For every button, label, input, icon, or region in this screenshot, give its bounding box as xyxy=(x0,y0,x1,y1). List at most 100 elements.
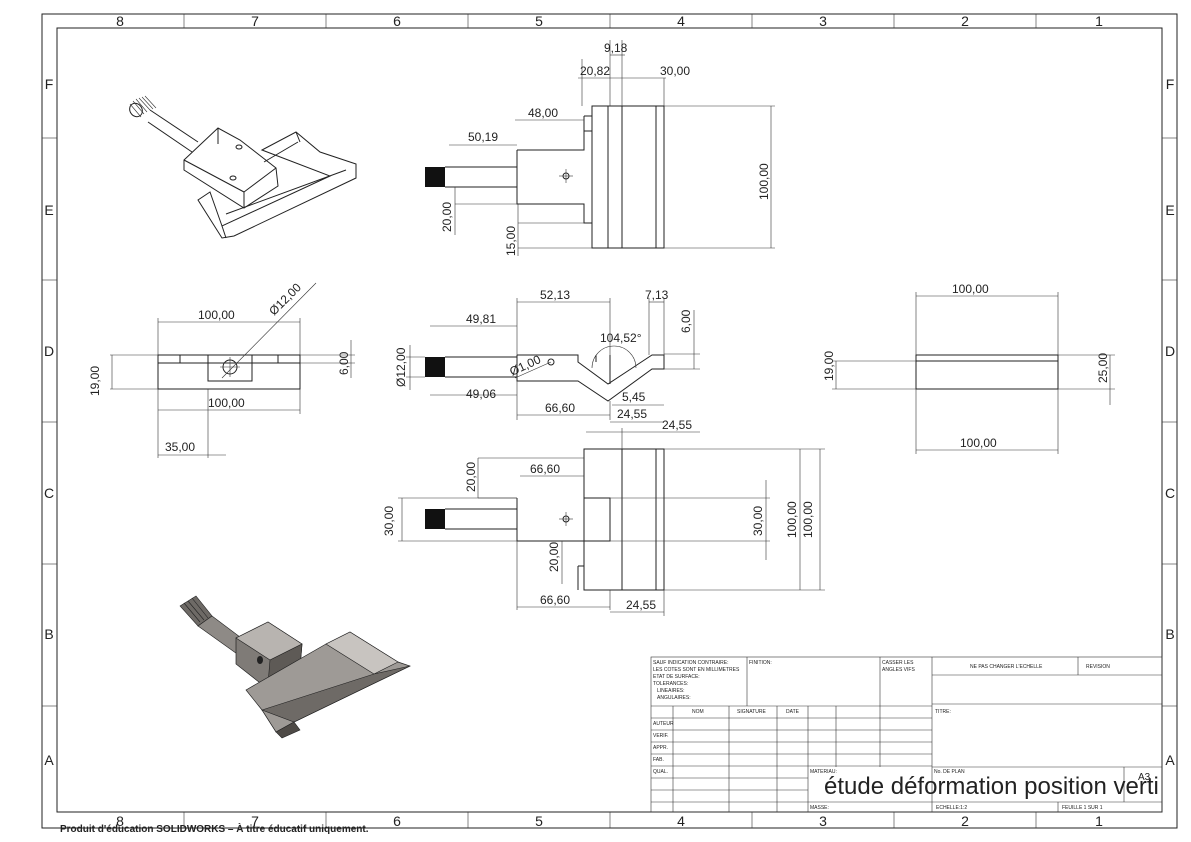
dim-dia-1-00: Ø1,00 xyxy=(507,352,543,379)
zone-col-3: 3 xyxy=(819,13,827,29)
dim-100-00-top: 100,00 xyxy=(757,163,771,200)
dim-15-00: 15,00 xyxy=(504,226,518,256)
dim-100-00-left-a: 100,00 xyxy=(198,308,235,322)
zone-row-a-right: A xyxy=(1165,752,1175,768)
tb-material-label: MATERIAU: xyxy=(810,769,837,775)
dim-66-60-front: 66,60 xyxy=(545,401,575,415)
dim-dia-12-left: Ø12,00 xyxy=(266,280,304,318)
zone-row-d: D xyxy=(44,343,54,359)
dim-66-60-bottom: 66,60 xyxy=(540,593,570,607)
dim-6-00-left: 6,00 xyxy=(337,351,351,375)
dim-6-00-front: 6,00 xyxy=(679,309,693,333)
zone-row-a: A xyxy=(44,752,54,768)
dim-25-00: 25,00 xyxy=(1096,353,1110,383)
tb-note-3: ETAT DE SURFACE: xyxy=(653,674,700,680)
tb-role-fab: FAB. xyxy=(653,757,664,763)
left-view: 100,00 Ø12,00 19,00 6,00 100,00 35,00 xyxy=(88,280,355,458)
dim-100-00-left-b: 100,00 xyxy=(208,396,245,410)
dim-20-00-bottom-a: 20,00 xyxy=(464,462,478,492)
front-view: 52,13 7,13 6,00 104,52° 49,81 Ø12,00 Ø1,… xyxy=(394,288,700,423)
tb-header-signature: SIGNATURE xyxy=(737,709,766,715)
dim-49-06: 49,06 xyxy=(466,387,496,401)
isometric-wireframe-view xyxy=(129,95,357,239)
dim-7-13: 7,13 xyxy=(645,288,669,302)
zone-row-d-right: D xyxy=(1165,343,1175,359)
dim-dia-12-front: Ø12,00 xyxy=(394,347,408,387)
tb-revision: REVISION xyxy=(1086,664,1110,670)
isometric-shaded-view xyxy=(179,595,411,739)
zone-col-6: 6 xyxy=(393,13,401,29)
zone-labels-top: 8 7 6 5 4 3 2 1 xyxy=(116,13,1103,29)
zone-col-5: 5 xyxy=(535,13,543,29)
dim-30-00-top: 30,00 xyxy=(660,64,690,78)
zone-row-c-right: C xyxy=(1165,485,1175,501)
tb-scale: ECHELLE:1:2 xyxy=(936,805,967,811)
tb-note-4: TOLERANCES: xyxy=(653,681,688,687)
zone-col-4-bottom: 4 xyxy=(677,813,685,829)
thread-top xyxy=(425,167,445,187)
tb-note-5: LINEAIRES: xyxy=(657,688,685,694)
zone-col-8-bottom: 8 xyxy=(116,813,124,829)
outer-border xyxy=(41,13,1178,829)
zone-col-1-bottom: 1 xyxy=(1095,813,1103,829)
zone-col-7-bottom: 7 xyxy=(251,813,259,829)
dim-24-55-bottom: 24,55 xyxy=(626,598,656,612)
right-view: 100,00 19,00 25,00 100,00 xyxy=(822,282,1115,454)
bottom-view: 24,55 66,60 20,00 30,00 30,00 100,00 100… xyxy=(382,418,825,616)
tb-role-author: AUTEUR xyxy=(653,721,674,727)
dim-100-00-right-a: 100,00 xyxy=(952,282,989,296)
dim-20-00-bottom-b: 20,00 xyxy=(547,542,561,572)
zone-row-e-right: E xyxy=(1165,202,1174,218)
dim-50-19: 50,19 xyxy=(468,130,498,144)
zone-col-4: 4 xyxy=(677,13,685,29)
zone-col-5-bottom: 5 xyxy=(535,813,543,829)
title-block: SAUF INDICATION CONTRAIRE: LES COTES SON… xyxy=(650,656,1163,813)
zone-row-b-right: B xyxy=(1165,626,1174,642)
zone-labels-left: F E D C B A xyxy=(44,76,54,768)
zone-col-8: 8 xyxy=(116,13,124,29)
tb-no-scale: NE PAS CHANGER L'ECHELLE xyxy=(970,664,1043,670)
tb-note-6: ANGULAIRES: xyxy=(657,695,691,701)
zone-row-c: C xyxy=(44,485,54,501)
tb-header-date: DATE xyxy=(786,709,800,715)
tb-drawing-no-label: No. DE PLAN xyxy=(934,769,965,775)
zone-row-f-right: F xyxy=(1166,76,1175,92)
tb-break-edges-1: CASSER LES xyxy=(882,660,914,666)
tb-role-verif: VERIF. xyxy=(653,733,669,739)
dim-35-00: 35,00 xyxy=(165,440,195,454)
dim-20-00-top: 20,00 xyxy=(440,202,454,232)
tb-role-appr: APPR. xyxy=(653,745,668,751)
dim-5-45: 5,45 xyxy=(622,390,646,404)
zone-col-7: 7 xyxy=(251,13,259,29)
footer-note: Produit d'éducation SOLIDWORKS – À titre… xyxy=(60,822,369,835)
tb-sheet: FEUILLE 1 SUR 1 xyxy=(1062,805,1103,811)
dim-48-00: 48,00 xyxy=(528,106,558,120)
dim-49-81: 49,81 xyxy=(466,312,496,326)
dim-30-00-bottom-left: 30,00 xyxy=(382,506,396,536)
zone-col-3-bottom: 3 xyxy=(819,813,827,829)
dim-100-00-bottom-a: 100,00 xyxy=(785,501,799,538)
zone-labels-right: F E D C B A xyxy=(1165,76,1175,768)
tb-size: A3 xyxy=(1138,772,1151,783)
dim-19-00-right: 19,00 xyxy=(822,351,836,381)
tb-role-qual: QUAL. xyxy=(653,769,668,775)
tb-break-edges-2: ANGLES VIFS xyxy=(882,667,915,673)
dim-52-13: 52,13 xyxy=(540,288,570,302)
thread-front xyxy=(425,357,445,377)
zone-ticks xyxy=(42,14,1177,828)
tb-note-1: SAUF INDICATION CONTRAIRE: xyxy=(653,660,728,666)
zone-row-b: B xyxy=(44,626,53,642)
zone-row-f: F xyxy=(45,76,54,92)
thread-bottom xyxy=(425,509,445,529)
tb-finish: FINITION: xyxy=(749,660,772,666)
top-view: 9,18 20,82 30,00 48,00 50,19 100,00 20,0… xyxy=(425,40,775,256)
tb-drawing-title: étude déformation position verti xyxy=(824,773,1159,800)
dim-66-60-bottom-top: 66,60 xyxy=(530,462,560,476)
zone-row-e: E xyxy=(44,202,53,218)
dim-30-00-bottom-right: 30,00 xyxy=(751,506,765,536)
dim-9-18: 9,18 xyxy=(604,41,628,55)
tb-header-name: NOM xyxy=(692,709,704,715)
tb-title-label: TITRE: xyxy=(935,709,951,715)
zone-col-2: 2 xyxy=(961,13,969,29)
